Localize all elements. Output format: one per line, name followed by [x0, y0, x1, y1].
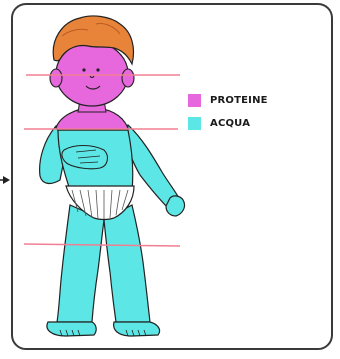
arrow-icon [0, 176, 10, 184]
legend-swatch-acqua [188, 117, 201, 130]
legend: PROTEINE ACQUA [188, 92, 268, 138]
legend-label-acqua: ACQUA [210, 118, 250, 129]
legend-label-proteine: PROTEINE [210, 95, 268, 106]
legend-swatch-proteine [188, 94, 201, 107]
legend-item-proteine: PROTEINE [188, 92, 268, 108]
legend-item-acqua: ACQUA [188, 115, 268, 131]
